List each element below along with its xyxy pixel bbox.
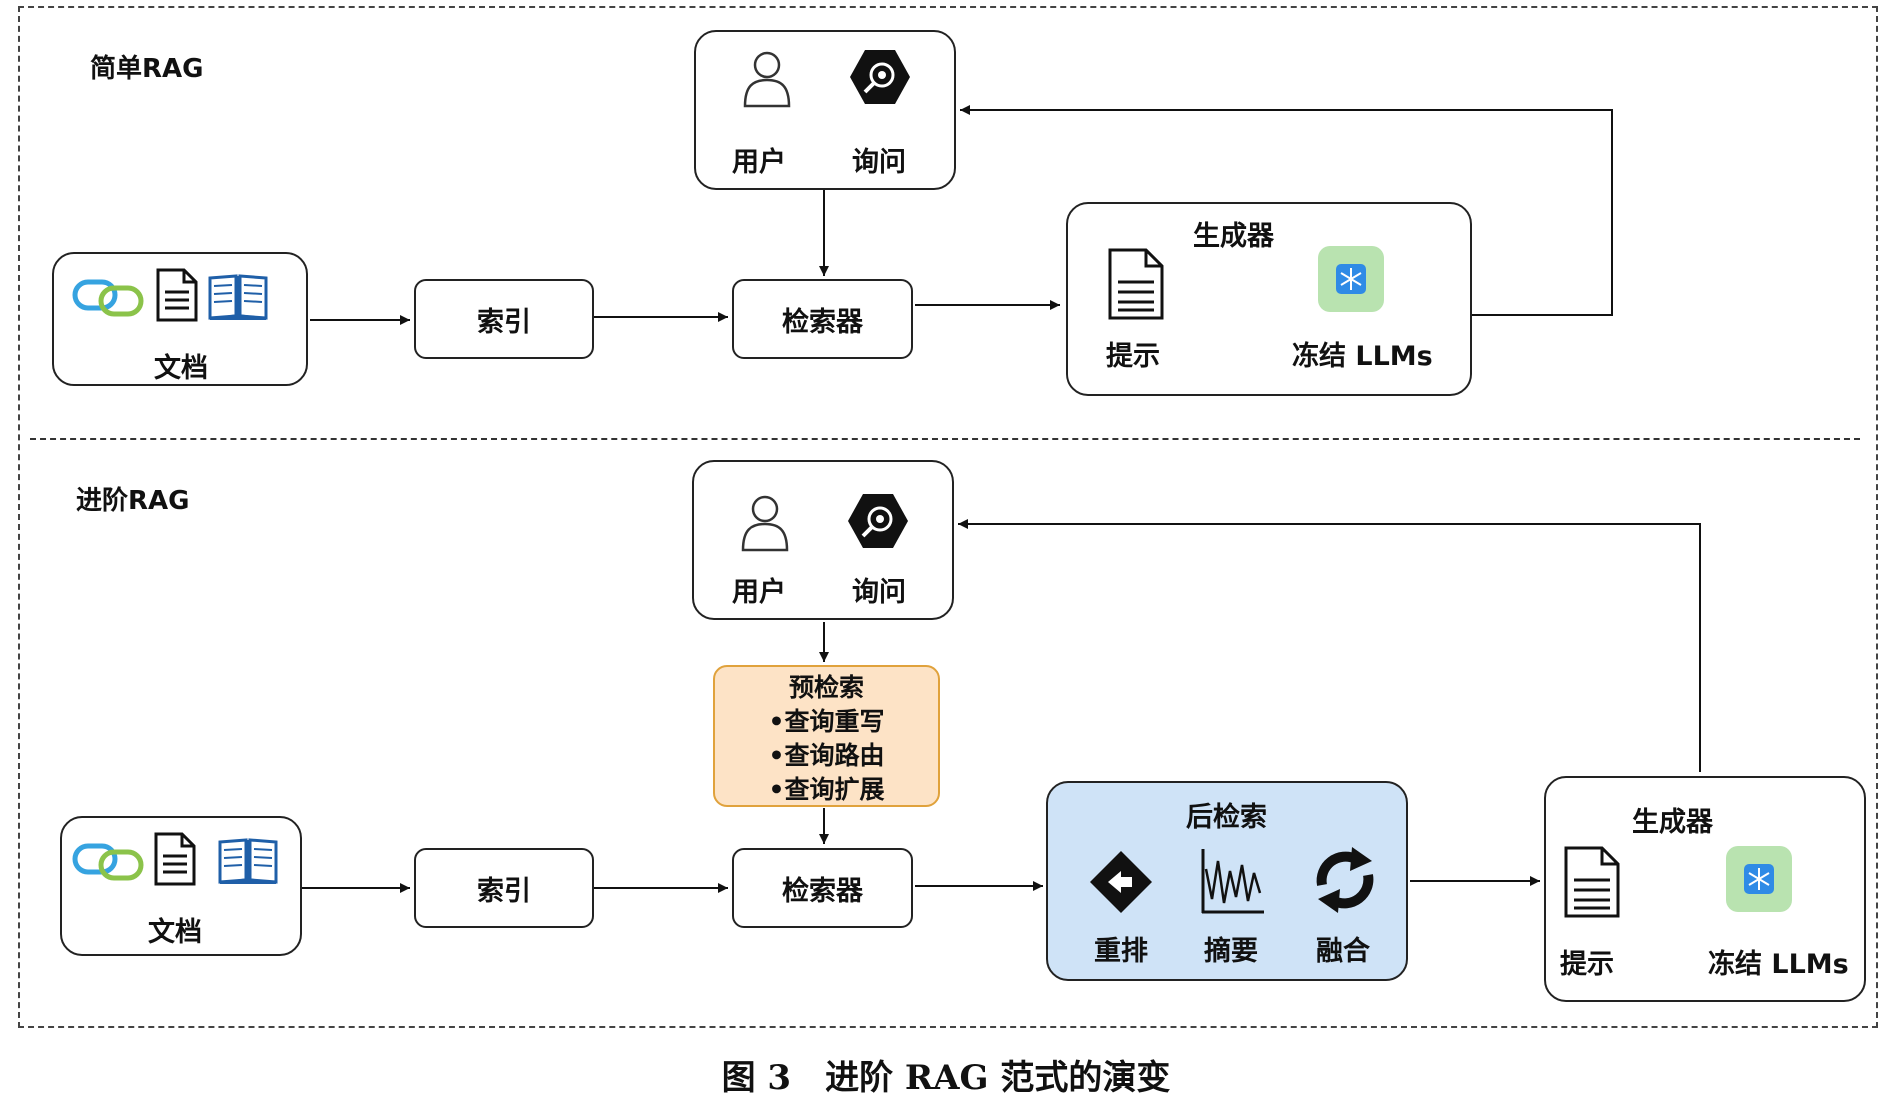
- figure-frame: [18, 6, 1878, 1028]
- user-icon: [741, 495, 789, 552]
- adv-retriever-box: 检索器: [732, 848, 913, 928]
- section-divider: [30, 438, 1860, 440]
- documents-label: 文档: [154, 353, 208, 384]
- adv-documents-box: 文档: [60, 816, 302, 956]
- section-label-advanced: 进阶RAG: [76, 486, 190, 516]
- book-icon: [208, 274, 268, 320]
- fusion-label: 融合: [1316, 936, 1370, 967]
- query-search-icon: [850, 50, 910, 104]
- pre-retrieval-item: •查询路由: [768, 741, 885, 770]
- link-icon: [72, 279, 144, 317]
- retriever-box: 检索器: [732, 279, 913, 359]
- adv-generator-title: 生成器: [1632, 807, 1713, 838]
- rerank-label: 重排: [1094, 936, 1148, 967]
- snowflake-icon: [1318, 246, 1384, 312]
- book-icon: [218, 838, 278, 884]
- section-label-naive: 简单RAG: [90, 54, 204, 84]
- llm-label: 冻结 LLMs: [1292, 341, 1433, 372]
- index-box: 索引: [414, 279, 594, 359]
- document-icon: [154, 832, 196, 886]
- adv-index-box: 索引: [414, 848, 594, 928]
- post-retrieval-box: 后检索 重排 摘要 融合: [1046, 781, 1408, 981]
- rerank-icon: [1090, 851, 1152, 913]
- query-label: 询问: [852, 147, 906, 178]
- arrow-generator-feedback: [960, 105, 1613, 316]
- fusion-cycle-icon: [1316, 847, 1374, 913]
- adv-generator-box: 生成器 提示 冻结 LLMs: [1544, 776, 1866, 1002]
- pre-retrieval-title: 预检索: [788, 673, 864, 702]
- prompt-label: 提示: [1106, 341, 1160, 372]
- adv-user-query-box: 用户 询问: [692, 460, 954, 620]
- user-icon: [743, 51, 791, 108]
- user-query-box: 用户 询问: [694, 30, 956, 190]
- prompt-document-icon: [1108, 248, 1164, 320]
- user-label: 用户: [732, 147, 786, 178]
- figure-caption: 图 3 进阶 RAG 范式的演变: [721, 1058, 1171, 1098]
- generator-box: 生成器 提示 冻结 LLMs: [1066, 202, 1472, 396]
- adv-llm-label: 冻结 LLMs: [1708, 949, 1849, 980]
- adv-query-label: 询问: [852, 577, 906, 608]
- pre-retrieval-box: 预检索 •查询重写 •查询路由 •查询扩展: [713, 665, 940, 807]
- adv-documents-label: 文档: [148, 917, 202, 948]
- snowflake-icon: [1726, 846, 1792, 912]
- adv-prompt-label: 提示: [1560, 949, 1614, 980]
- arrow-adv-generator-feedback: [958, 519, 1701, 772]
- document-icon: [156, 268, 198, 322]
- pre-retrieval-item: •查询扩展: [768, 775, 885, 804]
- generator-title: 生成器: [1193, 221, 1274, 252]
- link-icon: [72, 843, 144, 881]
- summary-chart-icon: [1201, 849, 1264, 914]
- query-search-icon: [848, 494, 908, 548]
- summary-label: 摘要: [1204, 936, 1258, 967]
- pre-retrieval-item: •查询重写: [768, 707, 885, 736]
- prompt-document-icon: [1564, 846, 1620, 918]
- documents-box: 文档: [52, 252, 308, 386]
- post-retrieval-title: 后检索: [1186, 802, 1267, 833]
- adv-user-label: 用户: [732, 577, 786, 608]
